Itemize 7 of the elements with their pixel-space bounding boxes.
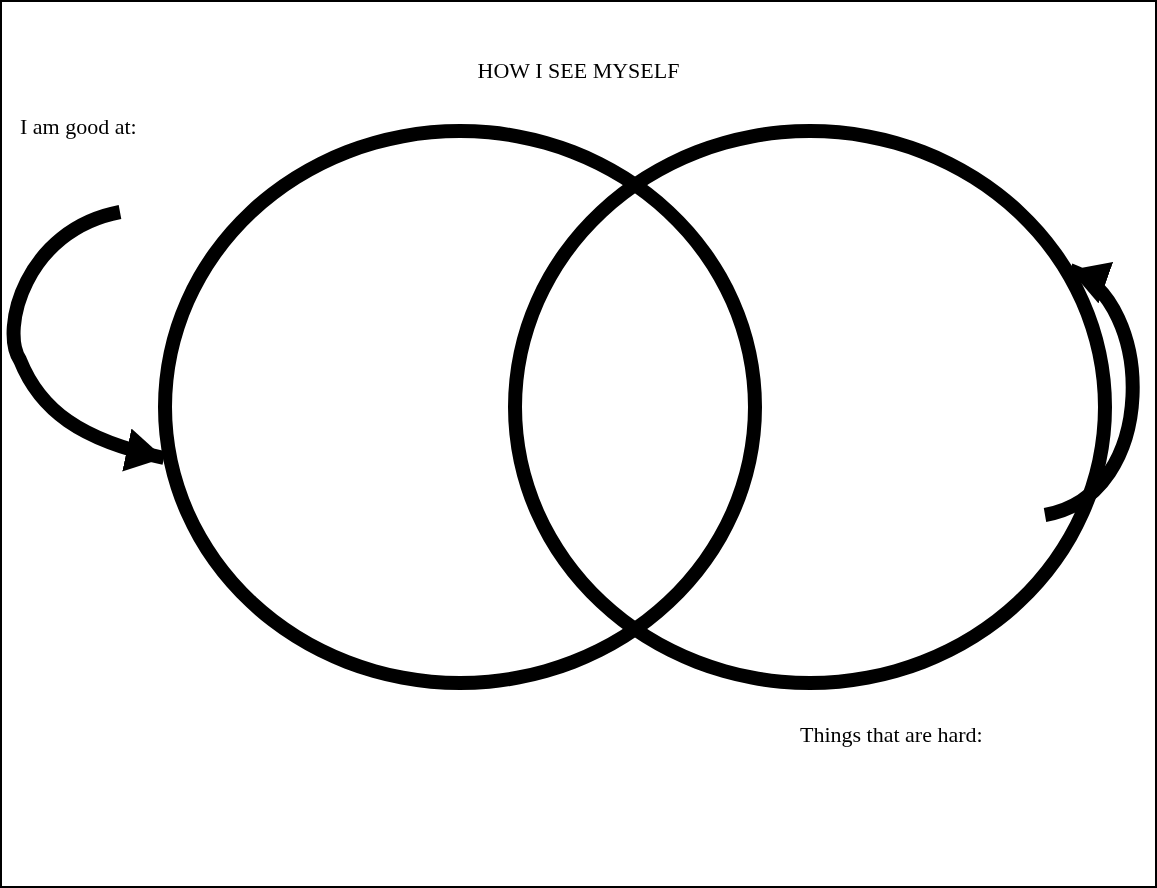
curved-arrow	[6, 205, 166, 471]
prompt-text: Things that are hard:	[800, 722, 983, 747]
venn-circle	[508, 124, 1112, 690]
venn-circle	[158, 124, 762, 690]
prompt-text: I am good at:	[20, 114, 137, 139]
curved-arrow	[1042, 263, 1140, 522]
title: HOW I SEE MYSELF	[477, 58, 680, 83]
